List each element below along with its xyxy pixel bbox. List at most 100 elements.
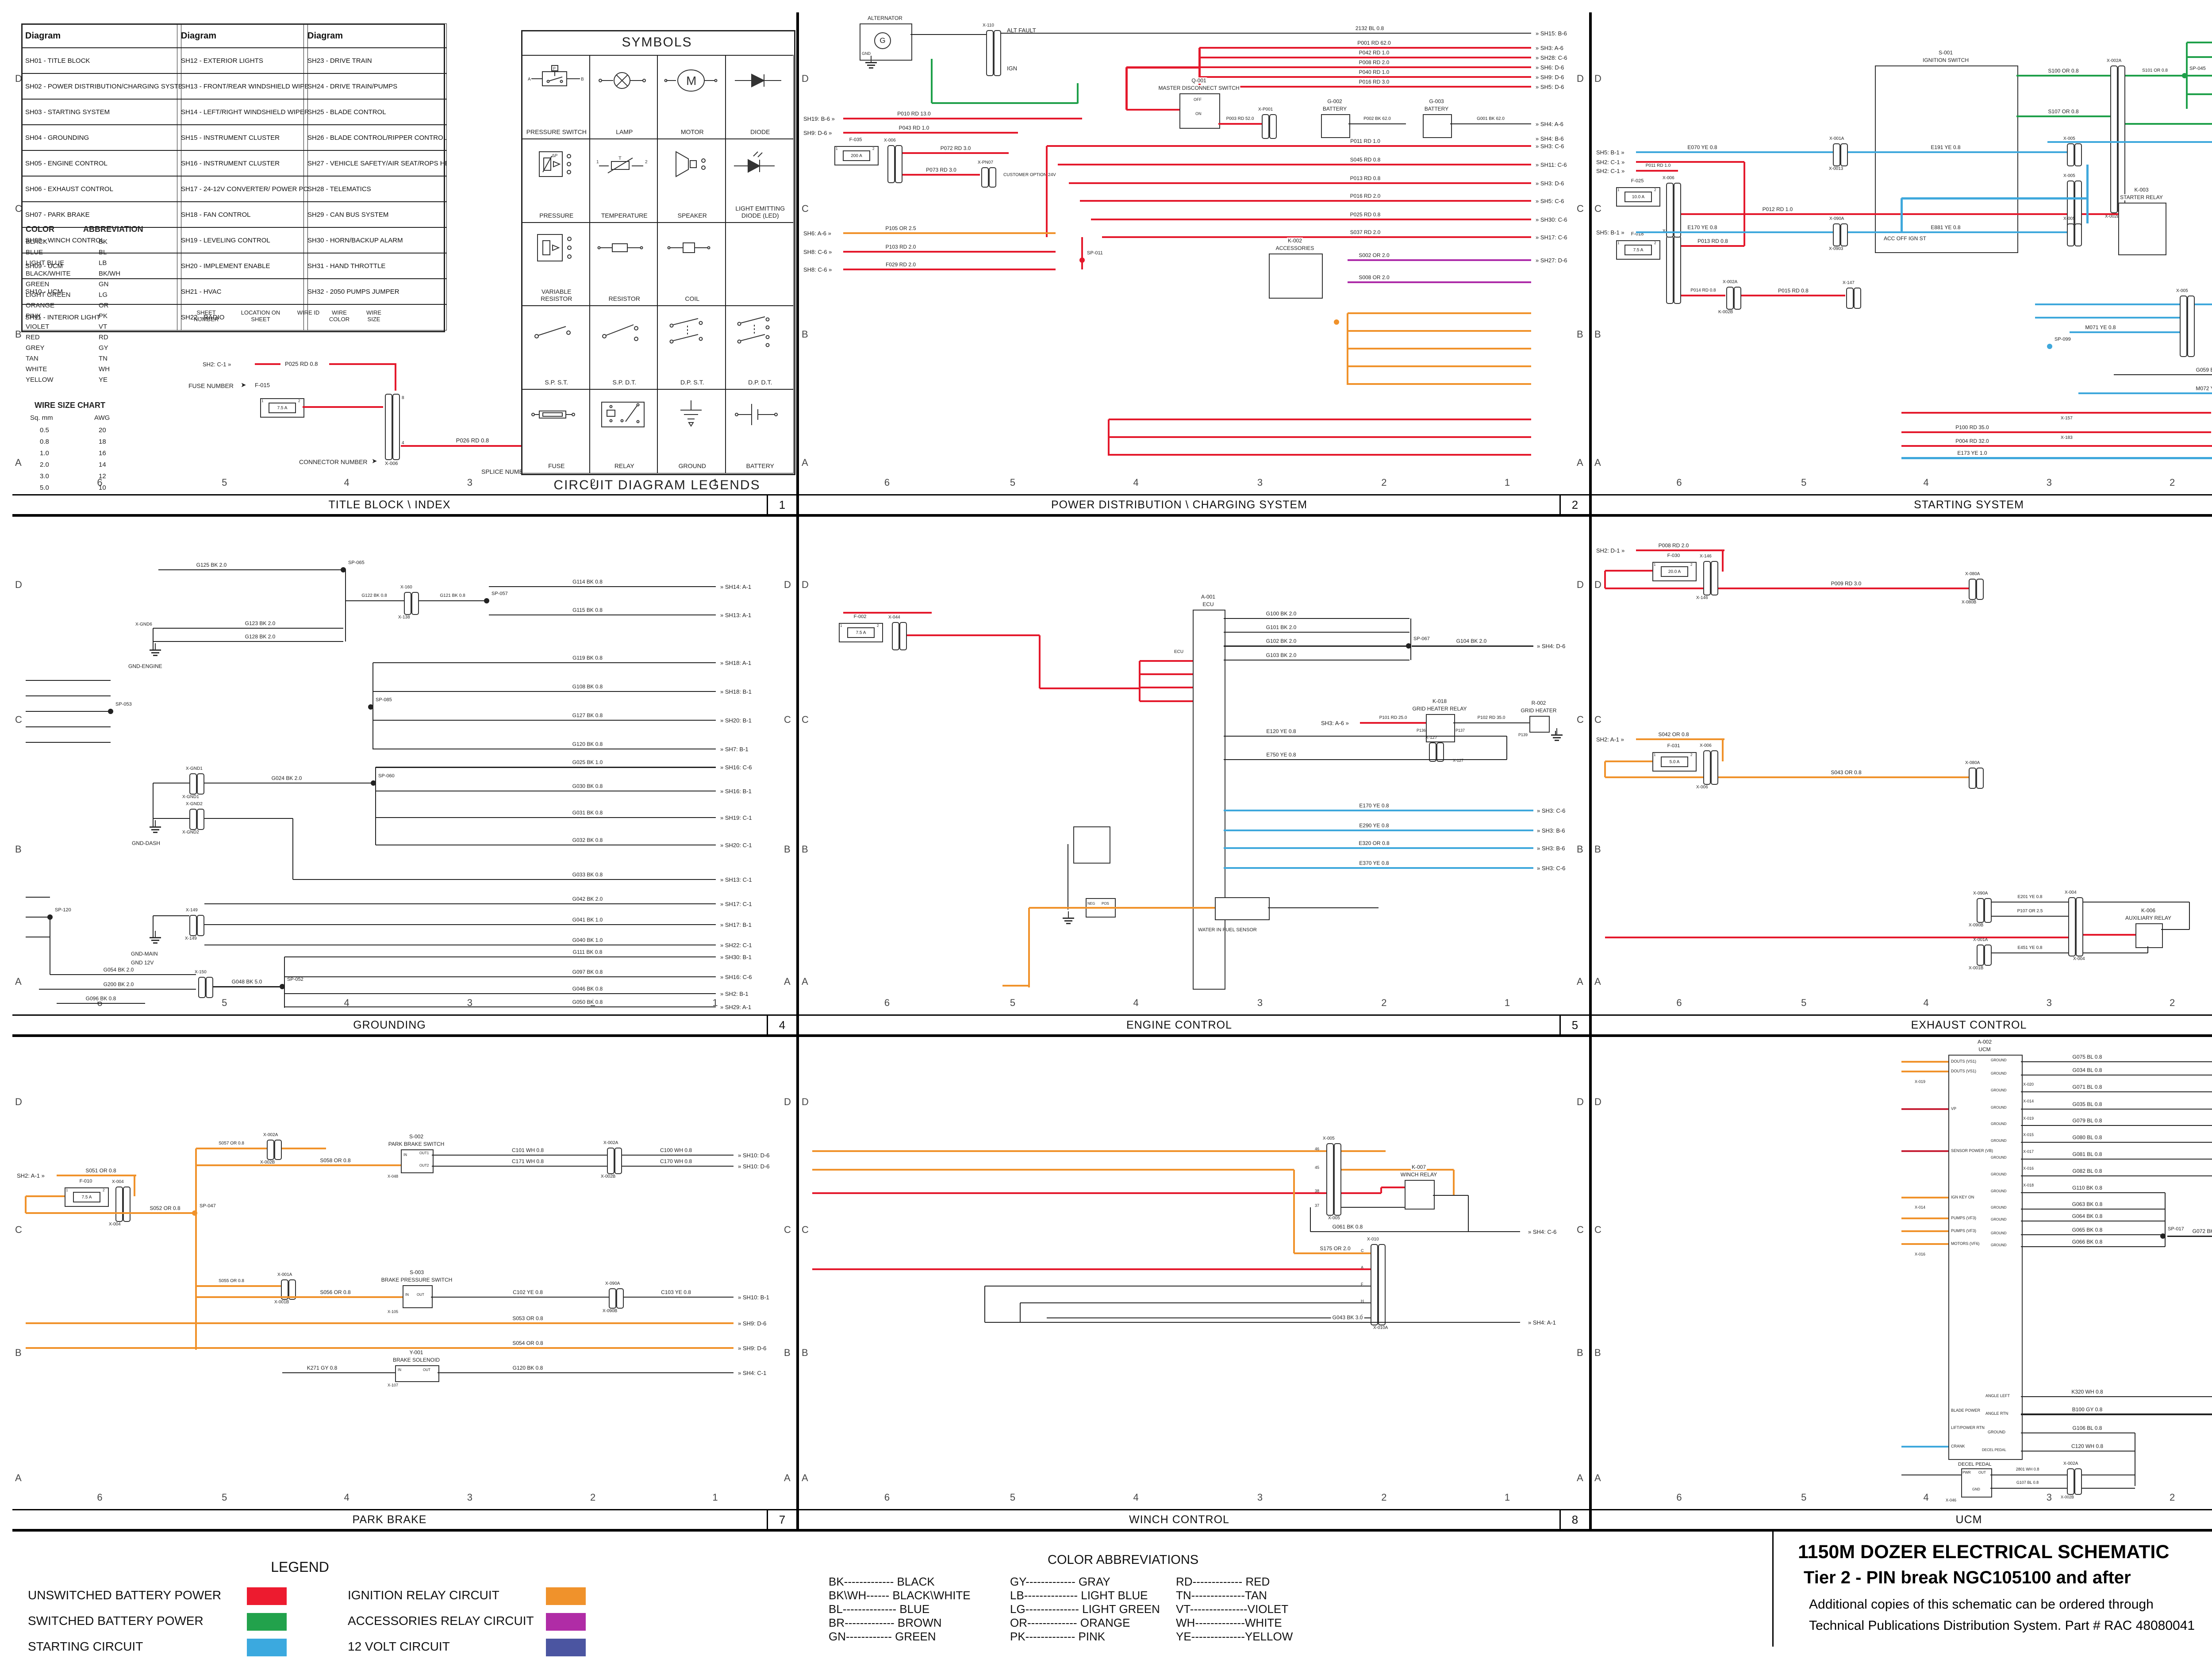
wire bbox=[26, 742, 111, 743]
wire bbox=[196, 1296, 403, 1298]
component-id: S-001 bbox=[1937, 50, 1954, 56]
grid-row-label: B bbox=[802, 1347, 808, 1358]
fuse-pin: 1 bbox=[836, 147, 838, 151]
component-id: G-002 bbox=[1326, 98, 1343, 104]
connector-id: X-001A bbox=[1973, 937, 1988, 942]
component-box bbox=[1269, 253, 1323, 299]
grid-col-label: 2 bbox=[590, 1492, 596, 1503]
wire bbox=[1453, 722, 1529, 723]
wire bbox=[26, 1322, 733, 1324]
component-id: A-001 bbox=[1200, 594, 1217, 600]
text-label: K-002B bbox=[1718, 310, 1733, 315]
wire-size-awg: 12 bbox=[99, 472, 106, 480]
component-id: A-002 bbox=[1976, 1039, 1993, 1045]
connector-icon bbox=[994, 30, 1001, 76]
text-label: X-014 bbox=[1915, 1205, 1926, 1210]
wire-size-awg: 14 bbox=[99, 461, 106, 469]
fuse-id: F-002 bbox=[853, 614, 868, 619]
wire-size-awg: 20 bbox=[99, 426, 106, 434]
wire-label: C171 WH 0.8 bbox=[510, 1158, 545, 1165]
symbol-cell: VARIABLE RESISTOR bbox=[521, 222, 590, 307]
wire bbox=[204, 903, 716, 904]
wire bbox=[25, 1196, 27, 1213]
wire bbox=[1901, 1243, 1948, 1245]
grid-row-label: A bbox=[15, 457, 22, 468]
sheet-ref: SH2: A-1 » bbox=[1596, 736, 1624, 743]
color-abbr: LB bbox=[99, 259, 107, 267]
wire bbox=[1555, 731, 1556, 735]
grid-col-label: 4 bbox=[344, 477, 349, 488]
sheet-ref: » SH17: C-1 bbox=[720, 901, 752, 907]
fuse-pin: 1 bbox=[1654, 563, 1656, 567]
wire bbox=[2021, 1061, 2212, 1062]
connector-icon bbox=[616, 1288, 624, 1309]
connector-id: X-005 bbox=[2176, 288, 2188, 293]
wire-label: M072 YE 0.8 bbox=[2194, 385, 2212, 392]
grid-col-label: 5 bbox=[1010, 997, 1016, 1008]
ground-icon bbox=[1066, 923, 1071, 924]
wire bbox=[26, 711, 111, 712]
sheet-ref: SH3: A-6 » bbox=[1321, 720, 1349, 726]
wire bbox=[1901, 1150, 1948, 1152]
wire bbox=[2021, 1413, 2212, 1415]
wire bbox=[812, 1150, 1326, 1152]
wire bbox=[1199, 66, 1531, 68]
sheet-ref: » SH11: C-6 bbox=[1536, 161, 1567, 168]
connector-icon bbox=[1976, 768, 1984, 789]
grid-row-label: B bbox=[802, 329, 808, 340]
fuse-pin: 2 bbox=[1654, 188, 1656, 192]
grid-row-label: D bbox=[802, 579, 809, 590]
color-abbr-entry: RD------------- RED bbox=[1176, 1575, 1270, 1588]
symbol-cell: LIGHT EMITTING DIODE (LED) bbox=[725, 138, 794, 223]
wire bbox=[1224, 632, 1409, 633]
connector-icon bbox=[2067, 143, 2074, 166]
connector-icon bbox=[1854, 288, 1861, 309]
wire bbox=[1450, 123, 1531, 124]
text-label: P136 bbox=[1417, 728, 1426, 733]
wire bbox=[1681, 213, 2067, 215]
wire bbox=[2021, 1432, 2135, 1433]
legend-label: UNSWITCHED BATTERY POWER bbox=[28, 1588, 222, 1602]
wire-label: G071 BL 0.8 bbox=[2071, 1084, 2104, 1091]
wire bbox=[1360, 722, 1426, 724]
connector-id: X-GND2 bbox=[186, 802, 203, 806]
index-cell: SH26 - BLADE CONTROL/RIPPER CONTROL bbox=[303, 124, 447, 151]
text-label: X-183 bbox=[2061, 435, 2073, 440]
fuse-rating: 7.5 A bbox=[1624, 245, 1652, 255]
wire bbox=[2165, 1193, 2166, 1247]
wire bbox=[1109, 454, 1531, 456]
legend-swatch bbox=[546, 1613, 586, 1631]
fuse-id: F-030 bbox=[1666, 553, 1681, 558]
wire bbox=[2070, 331, 2180, 333]
color-abbr-entry: BR------------- BROWN bbox=[829, 1616, 942, 1629]
component-id: S-003 bbox=[408, 1269, 425, 1275]
text-label: GROUND bbox=[1991, 1243, 2007, 1247]
connector-icon bbox=[115, 1187, 123, 1222]
connector-icon bbox=[989, 167, 996, 188]
wire-label: P073 RD 3.0 bbox=[925, 167, 958, 173]
grid-col-label: 4 bbox=[1133, 1492, 1139, 1503]
ground-icon bbox=[1555, 740, 1559, 741]
wire bbox=[843, 612, 932, 614]
wire bbox=[1636, 151, 1833, 153]
symbol-cell: BATTERY bbox=[725, 389, 794, 473]
wire bbox=[2021, 1159, 2212, 1160]
wire bbox=[1341, 1192, 1381, 1194]
connector-id: X-006 bbox=[1663, 176, 1674, 180]
text-label: X-004 bbox=[109, 1222, 121, 1227]
wire bbox=[131, 1212, 195, 1214]
wire bbox=[292, 818, 293, 879]
text-label: DOUTS (VS1) bbox=[1951, 1069, 1977, 1073]
symbol-caption: GROUND bbox=[678, 462, 706, 469]
splice-dot bbox=[1334, 319, 1339, 325]
wire bbox=[1039, 635, 1041, 688]
legend-label: ACCESSORIES RELAY CIRCUIT bbox=[348, 1614, 534, 1628]
sheet-ref: » SH22: C-1 bbox=[720, 942, 752, 949]
text-label: X-004 bbox=[2073, 956, 2085, 961]
connector-id: X-080A bbox=[1965, 760, 1980, 765]
wire-label: G107 BL 0.8 bbox=[2015, 1480, 2040, 1485]
connector-id: X-147 bbox=[1843, 280, 1855, 285]
